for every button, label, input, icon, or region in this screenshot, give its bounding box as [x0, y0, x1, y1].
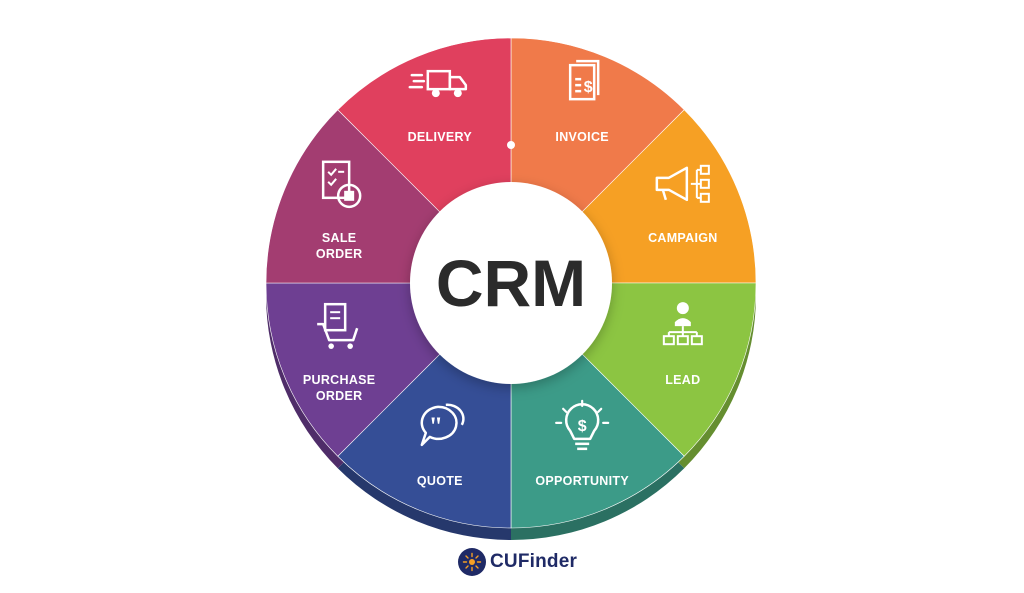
svg-text:$: $ [584, 79, 593, 96]
delivery-truck-icon [408, 69, 468, 98]
segment-quote-label: QUOTE [417, 474, 463, 488]
quote-bubble-icon: " [420, 403, 465, 447]
segment-lead-label: LEAD [665, 373, 700, 387]
lightbulb-dollar-icon: $ [555, 399, 610, 451]
brand-name: CUFinder [490, 551, 578, 572]
center-label: CRM [436, 246, 586, 320]
segment-sale-order-label: SALE [322, 231, 357, 245]
divider-dot [507, 141, 515, 149]
center-circle [410, 182, 612, 384]
wheel-labels: INVOICE CAMPAIGN LEAD OPPORTUNITY QUOTE PURCH… [303, 130, 718, 488]
segment-delivery-label: DELIVERY [408, 130, 473, 144]
segment-purchase-order-label: ORDER [316, 389, 363, 403]
svg-text:": " [429, 412, 443, 441]
invoice-icon: $ [568, 59, 600, 101]
org-chart-icon [662, 302, 703, 346]
segment-campaign-label: CAMPAIGN [648, 231, 718, 245]
wheel-icons: $ $ " [317, 59, 710, 451]
cart-document-icon [317, 302, 359, 349]
megaphone-icon [655, 164, 710, 203]
cufinder-logo-icon [458, 548, 486, 576]
brand-footer: CUFinder [458, 548, 577, 576]
svg-text:$: $ [578, 418, 587, 435]
segment-opportunity-label: OPPORTUNITY [535, 474, 629, 488]
checklist-box-icon [321, 160, 362, 209]
segment-invoice-label: INVOICE [555, 130, 609, 144]
segment-purchase-order-label: PURCHASE [303, 373, 376, 387]
segment-sale-order-label: ORDER [316, 247, 363, 261]
